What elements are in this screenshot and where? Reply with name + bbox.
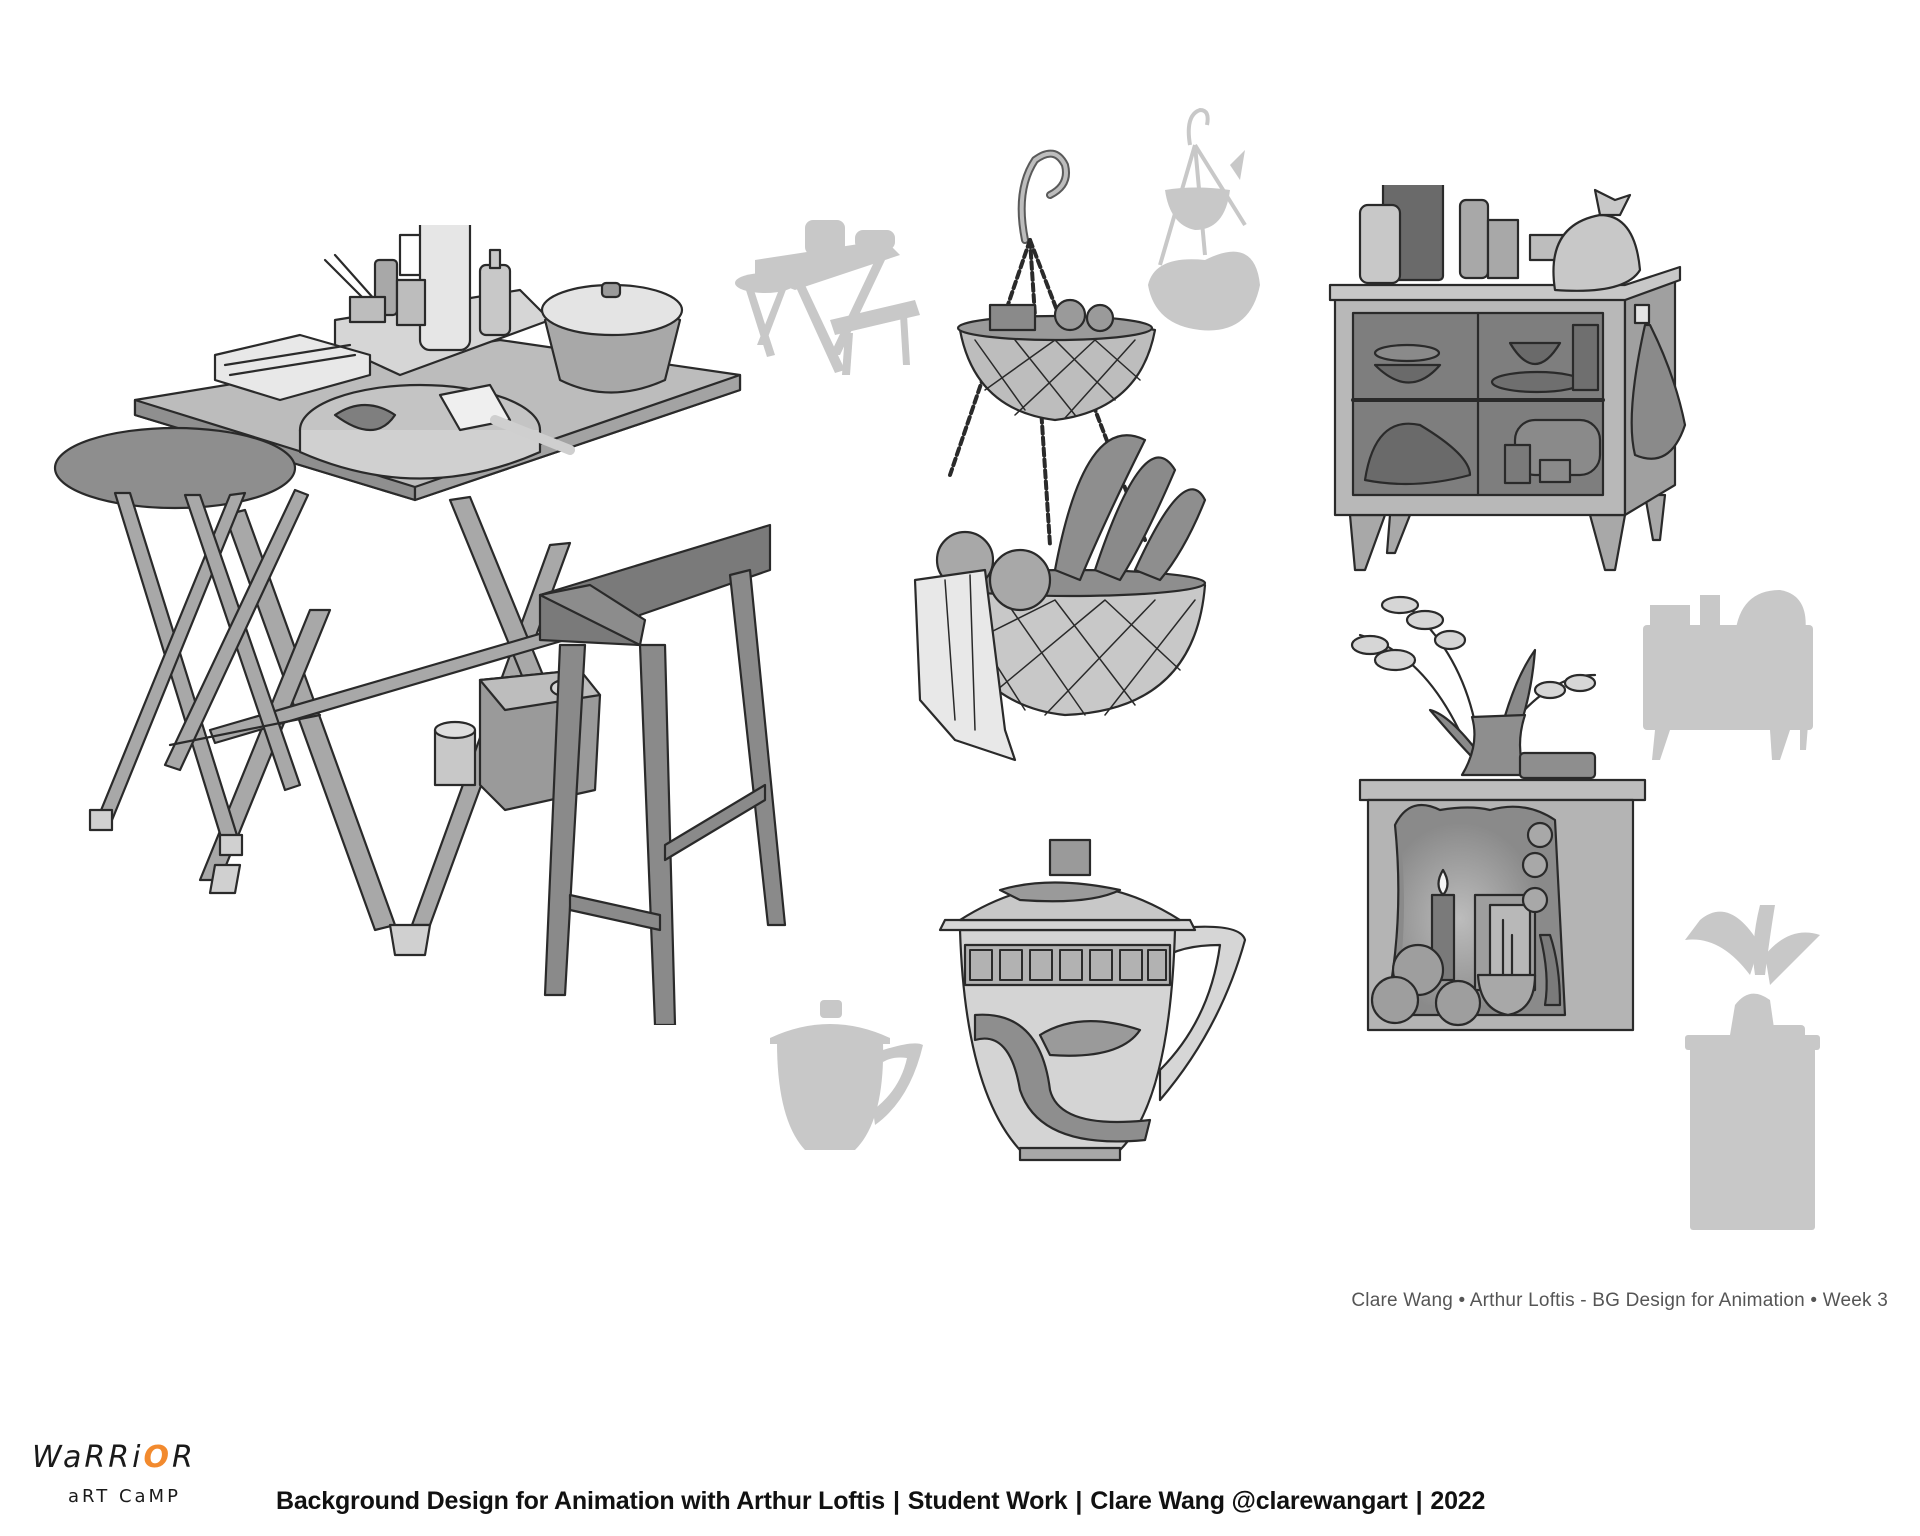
footer-course-title: Background Design for Animation with Art… (276, 1487, 885, 1515)
logo-text-end: R (171, 1440, 196, 1475)
tea-mug-illustration (938, 838, 1247, 1162)
shrine-drawing (1340, 595, 1670, 1145)
shrine-silhouette-shape (1685, 905, 1820, 1230)
hanging-basket-illustration (913, 149, 1207, 762)
logo-text-start: WaRRi (32, 1440, 144, 1475)
cabinet-silhouette-shape (1643, 590, 1813, 760)
cabinet-silhouette (1640, 585, 1820, 760)
table-set-silhouette (735, 215, 920, 375)
footer-title: Background Design for Animation with Art… (276, 1487, 1485, 1516)
logo-subtitle: aRT CaMP (68, 1486, 181, 1507)
table-set-silhouette-shape (735, 220, 920, 375)
tea-mug-silhouette (765, 1000, 925, 1160)
footer-separator: | (892, 1487, 900, 1515)
hanging-basket-drawing (905, 140, 1235, 770)
tea-mug-drawing (920, 830, 1250, 1170)
cabinet-drawing (1325, 185, 1705, 575)
footer-separator: | (1075, 1487, 1083, 1515)
credit-line: Clare Wang • Arthur Loftis - BG Design f… (1351, 1290, 1888, 1311)
hanging-basket-silhouette-shape (1148, 107, 1260, 331)
warrior-art-camp-logo[interactable]: WaRRiOR aRT CaMP (32, 1440, 242, 1520)
logo-wordmark: WaRRiOR (32, 1440, 196, 1475)
cabinet-illustration (1328, 185, 1687, 572)
footer-year: 2022 (1430, 1487, 1486, 1515)
shrine-illustration (1350, 595, 1647, 1032)
footer-artist: Clare Wang @clarewangart (1090, 1487, 1408, 1515)
footer-work-type: Student Work (907, 1487, 1068, 1515)
hanging-basket-silhouette (1145, 105, 1265, 385)
tea-mug-silhouette-shape (770, 1000, 923, 1150)
shrine-silhouette (1680, 885, 1825, 1235)
logo-accent-o: O (143, 1440, 172, 1475)
table-set-illustration (53, 225, 787, 1025)
footer-separator: | (1415, 1487, 1423, 1515)
table-set-drawing (50, 225, 810, 1025)
